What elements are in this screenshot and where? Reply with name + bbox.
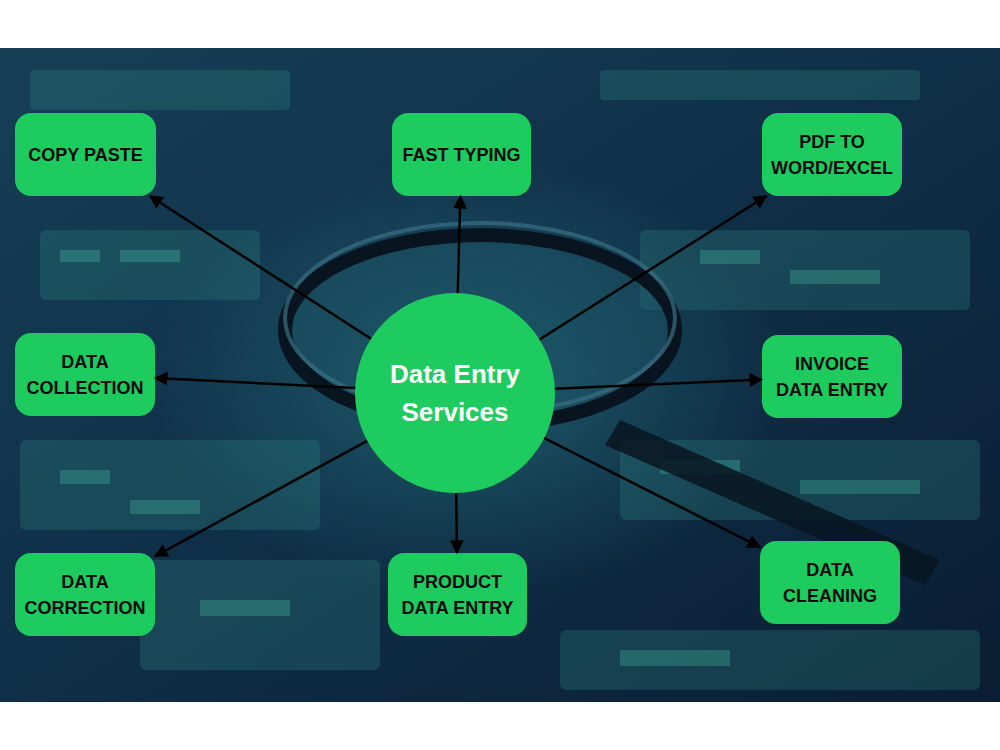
service-box: DATA COLLECTION	[15, 333, 155, 416]
service-label: INVOICE DATA ENTRY	[770, 351, 894, 403]
service-box: COPY PASTE	[15, 113, 156, 196]
arrow-connector	[155, 441, 367, 557]
arrow-connector	[155, 378, 355, 388]
circuit-pattern	[20, 70, 980, 690]
service-label: PDF TO WORD/EXCEL	[770, 129, 894, 181]
arrow-connector	[544, 438, 760, 547]
service-box: FAST TYPING	[392, 113, 531, 196]
service-box: INVOICE DATA ENTRY	[762, 335, 902, 418]
service-box: DATA CORRECTION	[15, 553, 155, 636]
service-label: FAST TYPING	[402, 142, 520, 168]
circle-shape	[355, 293, 555, 493]
arrow-connector	[455, 493, 458, 553]
hub-label: Data Entry Services	[355, 355, 555, 431]
service-label: COPY PASTE	[28, 142, 142, 168]
service-box: PRODUCT DATA ENTRY	[388, 553, 527, 636]
background-panel	[0, 48, 1000, 702]
service-label: PRODUCT DATA ENTRY	[396, 569, 519, 621]
arrow-connector	[540, 196, 767, 340]
arrow-connector	[458, 196, 461, 293]
service-box: DATA CLEANING	[760, 541, 900, 624]
magnifying-glass	[285, 223, 940, 585]
service-label: DATA CLEANING	[768, 557, 892, 609]
service-box: PDF TO WORD/EXCEL	[762, 113, 902, 196]
arrow-connector	[150, 196, 371, 339]
hub-circle: Data Entry Services	[355, 293, 555, 493]
arrow-connector	[555, 380, 762, 389]
circle-fill	[355, 293, 555, 493]
light-glow	[150, 160, 790, 600]
service-label: DATA CORRECTION	[23, 569, 147, 621]
service-label: DATA COLLECTION	[23, 349, 147, 401]
